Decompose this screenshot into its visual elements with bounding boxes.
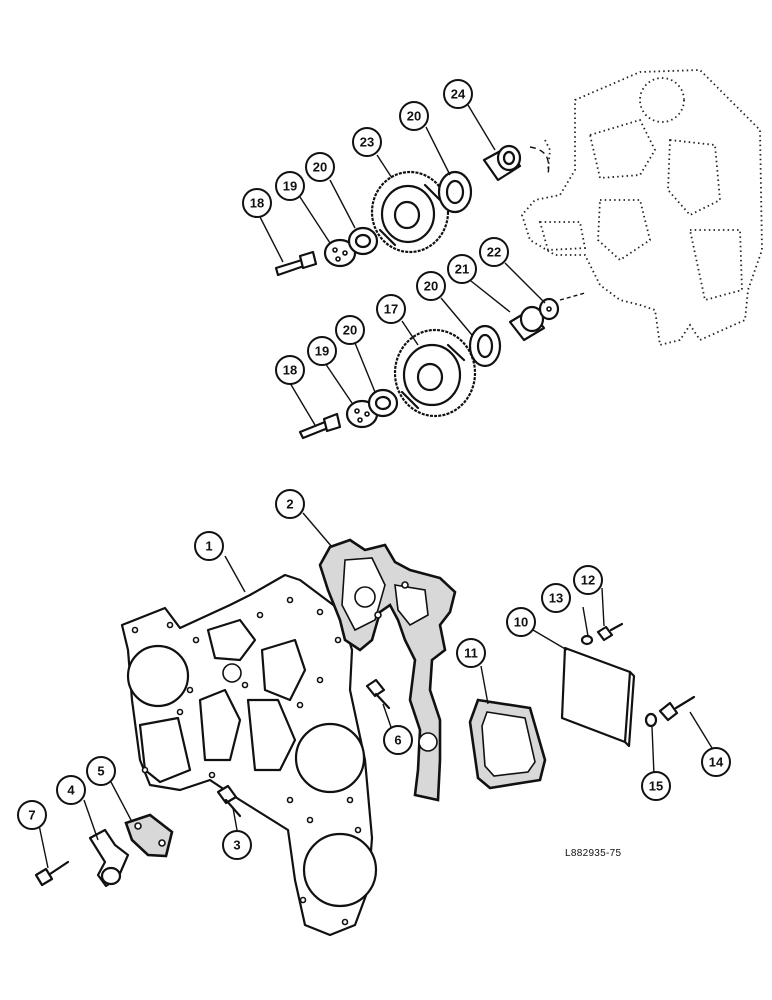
svg-text:12: 12 xyxy=(581,573,595,588)
callout-12: 12 xyxy=(573,565,603,595)
bolt-18-upper xyxy=(274,250,318,277)
callout-20-upper-a: 20 xyxy=(305,152,335,182)
svg-text:14: 14 xyxy=(709,755,724,770)
svg-text:18: 18 xyxy=(250,196,264,211)
svg-text:17: 17 xyxy=(384,302,398,317)
svg-text:19: 19 xyxy=(315,344,329,359)
drawing-reference-code: L882935-75 xyxy=(565,848,622,859)
callout-23: 23 xyxy=(352,127,382,157)
svg-text:11: 11 xyxy=(464,646,478,661)
svg-text:4: 4 xyxy=(67,783,75,798)
callout-19-lower: 19 xyxy=(307,336,337,366)
bolt-12 xyxy=(596,622,624,642)
front-plate-1 xyxy=(120,573,378,937)
svg-text:15: 15 xyxy=(649,779,663,794)
bushing-24 xyxy=(482,144,550,182)
callout-14: 14 xyxy=(701,747,731,777)
callout-1: 1 xyxy=(194,531,224,561)
callout-18-upper: 18 xyxy=(242,188,272,218)
svg-text:10: 10 xyxy=(514,615,528,630)
svg-text:3: 3 xyxy=(233,838,240,853)
idler-gear-23 xyxy=(370,170,450,254)
svg-text:1: 1 xyxy=(205,539,212,554)
svg-text:23: 23 xyxy=(360,135,374,150)
svg-text:20: 20 xyxy=(313,160,327,175)
svg-text:6: 6 xyxy=(394,733,401,748)
washer-20-lower-a xyxy=(367,388,399,418)
washer-15 xyxy=(644,712,658,728)
svg-text:21: 21 xyxy=(455,262,469,277)
gasket-2 xyxy=(318,538,457,802)
svg-text:20: 20 xyxy=(407,109,421,124)
cover-plate-10 xyxy=(560,646,636,748)
plate-22 xyxy=(538,292,586,321)
thrust-plate-19-lower xyxy=(345,399,379,429)
svg-text:18: 18 xyxy=(283,363,297,378)
callout-5: 5 xyxy=(86,756,116,786)
callout-20-lower-a: 20 xyxy=(335,315,365,345)
svg-text:2: 2 xyxy=(286,497,293,512)
callout-6: 6 xyxy=(383,725,413,755)
idler-gear-17 xyxy=(393,328,477,418)
engine-block-outline xyxy=(520,69,763,347)
washer-20-upper-a xyxy=(347,226,379,256)
svg-text:13: 13 xyxy=(549,591,563,606)
callout-24: 24 xyxy=(443,79,473,109)
leader-lines xyxy=(38,104,713,869)
callout-19-upper: 19 xyxy=(275,171,305,201)
callout-22: 22 xyxy=(479,237,509,267)
svg-text:24: 24 xyxy=(451,87,466,102)
callout-7: 7 xyxy=(17,800,47,830)
gasket-11 xyxy=(468,698,547,790)
svg-text:5: 5 xyxy=(97,764,104,779)
svg-text:20: 20 xyxy=(424,279,438,294)
washer-13 xyxy=(580,634,594,646)
callout-15: 15 xyxy=(641,771,671,801)
svg-text:7: 7 xyxy=(28,808,35,823)
thrust-plate-19-upper xyxy=(323,238,357,268)
bolt-14 xyxy=(658,695,696,722)
bolt-7 xyxy=(34,860,70,887)
callout-13: 13 xyxy=(541,583,571,613)
svg-text:19: 19 xyxy=(283,179,297,194)
bearing-20-upper-b xyxy=(437,170,473,214)
callout-21: 21 xyxy=(447,254,477,284)
callout-20-lower-b: 20 xyxy=(416,271,446,301)
timing-pointer-4 xyxy=(88,828,130,888)
svg-text:20: 20 xyxy=(343,323,357,338)
svg-text:22: 22 xyxy=(487,245,501,260)
bolt-6 xyxy=(365,678,391,710)
callout-18-lower: 18 xyxy=(275,355,305,385)
bolt-18-lower xyxy=(298,412,342,440)
callout-4: 4 xyxy=(56,775,86,805)
shaft-21 xyxy=(508,305,546,342)
callout-2: 2 xyxy=(275,489,305,519)
callout-3: 3 xyxy=(222,830,252,860)
callout-17: 17 xyxy=(376,294,406,324)
callout-11: 11 xyxy=(456,638,486,668)
bearing-20-lower-b xyxy=(468,324,502,368)
callout-10: 10 xyxy=(506,607,536,637)
callout-20-upper-b: 20 xyxy=(399,101,429,131)
plate-5 xyxy=(124,813,174,858)
